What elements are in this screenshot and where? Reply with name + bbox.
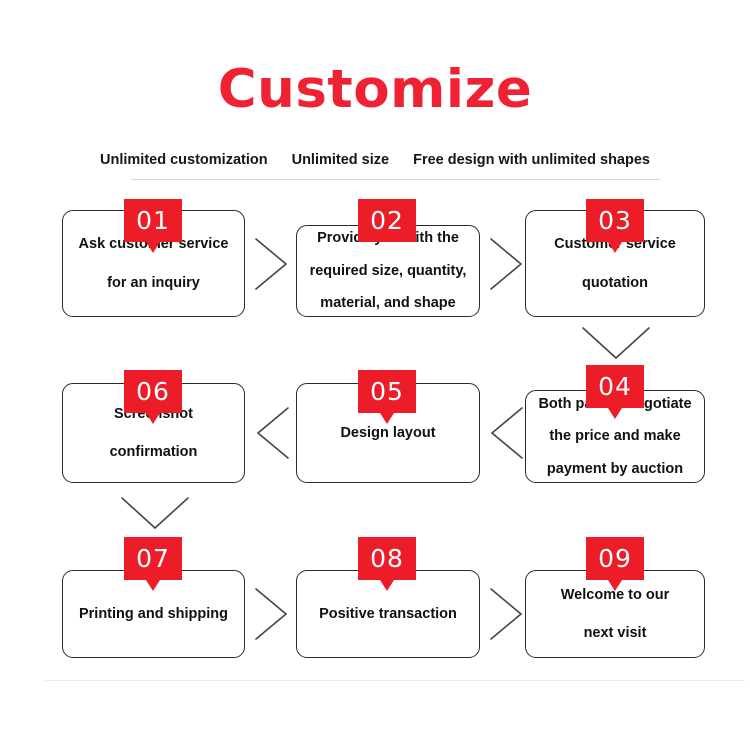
arrow-05-to-06 xyxy=(250,404,294,462)
step-box-07[interactable]: Printing and shipping xyxy=(62,570,245,658)
step-badge-01: 01 xyxy=(124,199,182,242)
step-02-line-2: required size, quantity, xyxy=(309,262,467,279)
subtitle-part-3: Free design with unlimited shapes xyxy=(413,152,650,168)
step-09-line-1: Welcome to our xyxy=(560,586,670,603)
arrow-04-to-05 xyxy=(484,404,528,462)
step-badge-05: 05 xyxy=(358,370,416,413)
step-badge-07: 07 xyxy=(124,537,182,580)
step-04-line-3: payment by auction xyxy=(546,460,684,477)
footer-divider xyxy=(45,680,745,681)
step-02-line-3: material, and shape xyxy=(320,295,456,312)
step-01-line-2: for an inquiry xyxy=(107,274,200,291)
arrow-07-to-08 xyxy=(250,585,294,643)
step-badge-08: 08 xyxy=(358,537,416,580)
subtitle-row: Unlimited customization Unlimited size F… xyxy=(0,152,750,168)
arrow-06-to-07 xyxy=(117,492,193,536)
header-divider xyxy=(131,179,660,180)
step-badge-09: 09 xyxy=(586,537,644,580)
step-07-line-1: Printing and shipping xyxy=(78,605,228,622)
step-03-line-2: quotation xyxy=(581,274,649,291)
step-04-line-2: the price and make xyxy=(549,428,681,445)
arrow-02-to-03 xyxy=(485,235,529,293)
subtitle-part-1: Unlimited customization xyxy=(100,152,268,168)
page-title: Customize xyxy=(217,59,533,120)
arrow-01-to-02 xyxy=(250,235,294,293)
step-badge-06: 06 xyxy=(124,370,182,413)
step-06-line-2: confirmation xyxy=(109,444,198,460)
step-05-line-1: Design layout xyxy=(340,424,436,441)
step-badge-04: 04 xyxy=(586,365,644,408)
subtitle-part-2: Unlimited size xyxy=(291,152,390,168)
step-badge-02: 02 xyxy=(358,199,416,242)
step-09-line-2: next visit xyxy=(583,625,647,641)
arrow-03-to-04 xyxy=(578,322,654,366)
step-08-line-1: Positive transaction xyxy=(319,605,457,622)
step-box-06[interactable]: Screenshot confirmation xyxy=(62,383,245,483)
arrow-08-to-09 xyxy=(485,585,529,643)
step-badge-03: 03 xyxy=(586,199,644,242)
